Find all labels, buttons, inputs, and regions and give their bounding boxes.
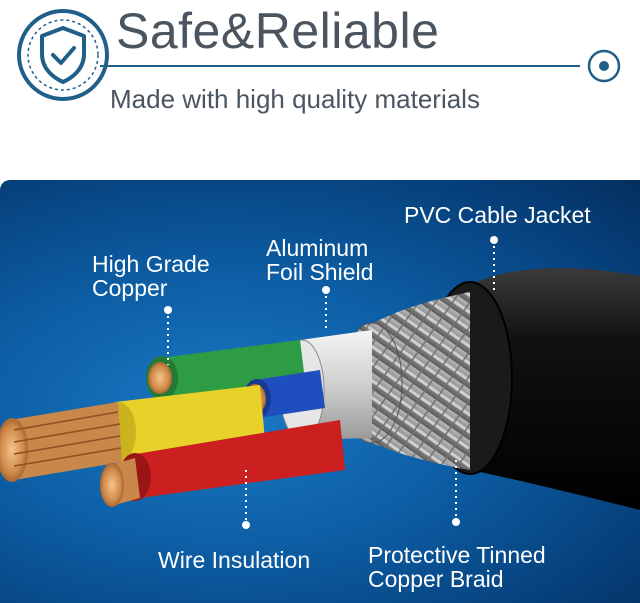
pvc-jacket — [470, 268, 640, 510]
label-insulation-text: Wire Insulation — [158, 547, 311, 573]
label-copper-line2: Copper — [92, 275, 168, 301]
label-foil-line1: Aluminum — [266, 235, 369, 261]
copper-braid — [370, 292, 470, 470]
label-pvc-cable-jacket: PVC Cable Jacket — [404, 203, 591, 227]
label-aluminum-foil-shield: Aluminum Foil Shield — [266, 236, 373, 284]
copper-strands-bottom — [100, 458, 140, 507]
label-copper-line1: High Grade — [92, 251, 210, 277]
header-line-end-dot-icon — [587, 49, 621, 83]
label-braid-line1: Protective Tinned — [368, 542, 546, 568]
red-wire — [130, 420, 345, 498]
label-braid-line2: Copper Braid — [368, 566, 504, 592]
label-protective-tinned-copper-braid: Protective Tinned Copper Braid — [368, 543, 546, 591]
blue-wire — [255, 370, 325, 418]
tagline: Made with high quality materials — [110, 84, 480, 114]
header-divider — [100, 65, 580, 67]
header: Safe&Reliable Made with high quality mat… — [0, 0, 640, 180]
label-jacket-text: PVC Cable Jacket — [404, 202, 591, 228]
shield-check-icon — [17, 9, 109, 101]
copper-strands-left — [0, 402, 122, 482]
cable-cross-section-illustration — [0, 236, 640, 529]
headline: Safe&Reliable — [116, 3, 440, 59]
green-wire-copper — [148, 362, 172, 394]
label-foil-line2: Foil Shield — [266, 259, 374, 285]
label-high-grade-copper: High Grade Copper — [92, 252, 210, 300]
label-wire-insulation: Wire Insulation — [158, 548, 310, 572]
